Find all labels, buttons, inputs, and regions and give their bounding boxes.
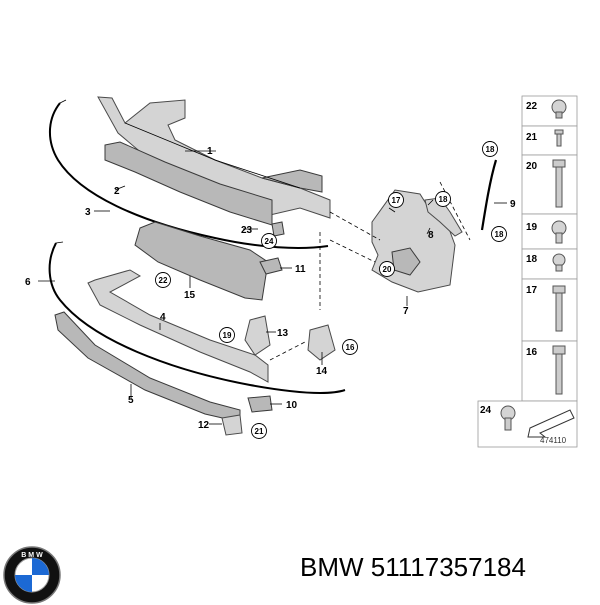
- part-13-bracket: [244, 315, 271, 356]
- part-label: 5: [128, 395, 134, 406]
- bolt-icon: [552, 345, 566, 395]
- callout: 24: [261, 233, 277, 249]
- part-label: 23: [241, 225, 253, 236]
- legend-label: 20: [526, 161, 538, 172]
- part-12-clip: [221, 414, 243, 436]
- part-label: 14: [316, 366, 328, 377]
- part-23-clip: [271, 221, 285, 237]
- washer-icon: [552, 253, 566, 272]
- nut-icon: [500, 405, 516, 431]
- svg-text:18: 18: [495, 230, 504, 239]
- svg-text:18: 18: [486, 145, 495, 154]
- diagram-number: 474110: [540, 436, 567, 445]
- legend-label: 18: [526, 254, 538, 265]
- part-label: 3: [85, 207, 91, 218]
- part-10-clip: [247, 395, 273, 413]
- svg-text:19: 19: [223, 331, 232, 340]
- part-label: 13: [277, 328, 289, 339]
- svg-text:24: 24: [265, 237, 274, 246]
- part-label: 8: [428, 230, 434, 241]
- svg-text:22: 22: [159, 276, 168, 285]
- bmw-logo: B M W: [3, 546, 61, 604]
- legend-label: 24: [480, 405, 492, 416]
- legend-label: 16: [526, 347, 538, 358]
- svg-text:18: 18: [439, 195, 448, 204]
- bolt-icon: [552, 285, 566, 332]
- svg-text:20: 20: [383, 265, 392, 274]
- fastener-legend: 22 21 20 19 18 17 16 24 474110: [477, 95, 578, 448]
- part-label: 4: [160, 312, 166, 323]
- legend-label: 22: [526, 101, 538, 112]
- part-label: 7: [403, 306, 409, 317]
- part-3-trim-strip: [48, 102, 329, 249]
- legend-label: 17: [526, 285, 538, 296]
- bolt-icon: [552, 159, 566, 208]
- svg-text:17: 17: [392, 196, 401, 205]
- part-11-bracket: [259, 257, 283, 275]
- part-label: 6: [25, 277, 31, 288]
- part-label: 9: [510, 199, 516, 210]
- callout: 16: [342, 339, 358, 355]
- part-9-strap: [480, 159, 498, 231]
- callout: 19: [219, 327, 235, 343]
- callout: 22: [155, 272, 171, 288]
- part-label: 10: [286, 400, 298, 411]
- nut-icon: [551, 220, 567, 244]
- part-14-bracket: [307, 324, 336, 361]
- callout: 20: [379, 261, 395, 277]
- screw-icon: [554, 129, 564, 147]
- svg-text:16: 16: [346, 343, 355, 352]
- svg-text:B M W: B M W: [21, 552, 43, 559]
- nut-icon: [551, 99, 567, 119]
- part-label: 12: [198, 420, 210, 431]
- callout: 18: [435, 191, 451, 207]
- callout: 17: [388, 192, 404, 208]
- callout: 18: [491, 226, 507, 242]
- part-label: 1: [207, 146, 213, 157]
- footer-part-number: BMW 51117357184: [300, 552, 526, 583]
- part-6-lower-trim: [48, 242, 346, 394]
- callout: 21: [251, 423, 267, 439]
- part-label: 2: [114, 186, 120, 197]
- legend-label: 19: [526, 222, 538, 233]
- part-15-deflector: [134, 221, 269, 301]
- brand-name: BMW: [300, 552, 364, 582]
- callout: 18: [482, 141, 498, 157]
- legend-label: 21: [526, 132, 538, 143]
- part-label: 15: [184, 290, 196, 301]
- direction-arrow-icon: [527, 409, 575, 438]
- part-label: 11: [295, 264, 306, 275]
- part-number: 51117357184: [370, 552, 526, 582]
- svg-text:21: 21: [255, 427, 264, 436]
